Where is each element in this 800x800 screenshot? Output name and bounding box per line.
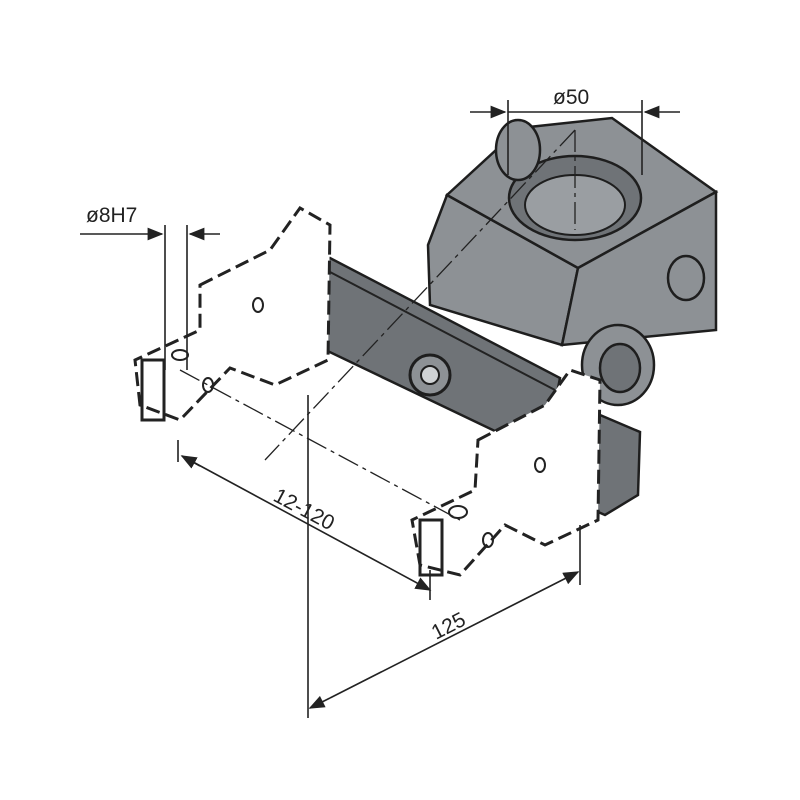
left-jaw (133, 206, 332, 422)
width-label: 125 (428, 608, 470, 644)
dimension-jaw-range: 12-120 (177, 440, 432, 591)
center-lines (179, 129, 576, 521)
dimension-bore: ø50 (470, 86, 680, 175)
pin-diameter-label: ø8H7 (86, 204, 137, 227)
right-jaw (410, 368, 602, 577)
bore-diameter-label: ø50 (553, 86, 589, 109)
jaw-range-label: 12-120 (270, 484, 339, 535)
dimension-pin: ø8H7 (80, 204, 220, 370)
